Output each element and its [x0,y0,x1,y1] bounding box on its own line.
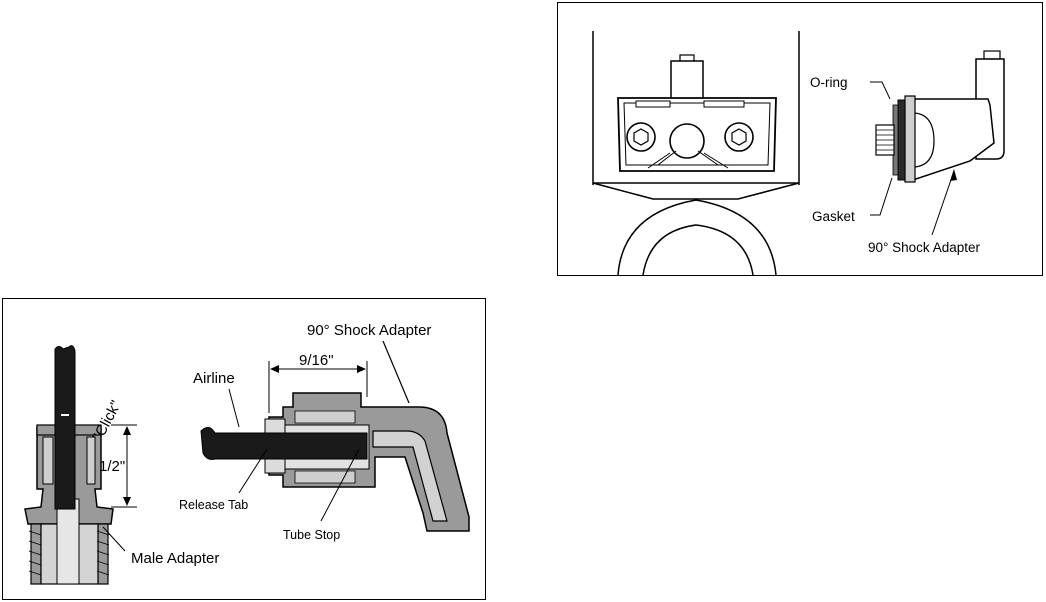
gasket-leader [870,178,892,215]
wheel-outer-arc [618,200,776,275]
shock-adapter-section [265,393,469,531]
nine-sixteenths-label: 9/16" [299,352,334,369]
airline-tube-vertical [55,346,75,509]
gasket-label: Gasket [812,209,855,224]
release-tab-label: Release Tab [179,498,248,512]
mount-base [593,183,799,199]
shock-mount-diagram-panel: O-ring Gasket 90° Shock Adapter [557,2,1043,276]
side-shock-adapter [876,51,1004,182]
tube-stop-label: Tube Stop [283,528,340,542]
click-label: "Click" [90,398,125,444]
adapter-thread [876,125,894,155]
front-shock-adapter [618,55,776,171]
shock-adapter-label: 90° Shock Adapter [868,240,980,255]
airline-label: Airline [193,370,235,387]
o-ring-shape [898,100,905,180]
airline-insertion-diagram: "Click" 1/2" Male Adapter 9/16" Airline … [3,299,487,601]
airline-insertion-diagram-panel: "Click" 1/2" Male Adapter 9/16" Airline … [2,298,486,600]
half-inch-label: 1/2" [99,458,125,475]
shock-adapter-label-bottom: 90° Shock Adapter [307,322,431,339]
shock-mount-diagram: O-ring Gasket 90° Shock Adapter [558,3,1044,277]
o-ring-leader [870,82,890,99]
o-ring-label: O-ring [810,75,848,90]
male-adapter-label: Male Adapter [131,550,219,567]
wheel-inner-arc [643,225,753,275]
